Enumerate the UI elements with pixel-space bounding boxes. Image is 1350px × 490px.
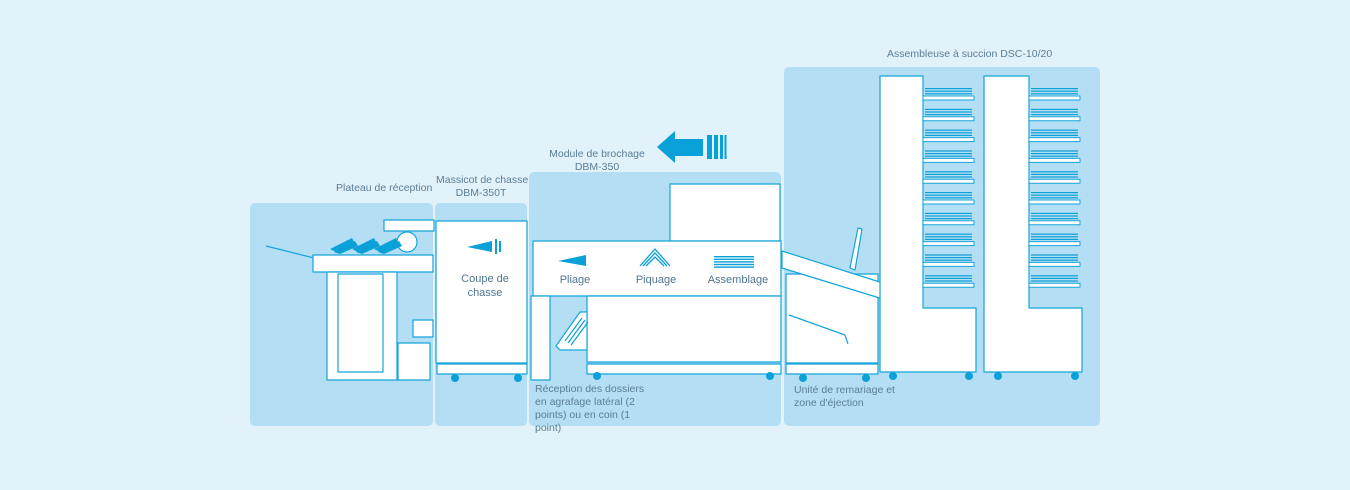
tray-label: Plateau de réception <box>336 182 433 194</box>
trimmer-label: Massicot de chasse DBM-350T <box>436 174 529 200</box>
feed-direction-arrow-icon <box>657 131 727 163</box>
collator-bin <box>922 192 975 205</box>
collator-bin <box>922 129 975 143</box>
caster-wheels <box>451 372 1079 382</box>
collator-bin <box>1028 212 1081 226</box>
collator-bin <box>922 150 975 163</box>
fold-icon <box>558 255 586 266</box>
trimmer-label-line2: DBM-350T <box>455 187 507 199</box>
receiving-tray <box>265 219 435 381</box>
fold-label: Pliage <box>559 274 591 286</box>
collator-label: Assembleuse à succion DSC-10/20 <box>887 48 1053 60</box>
collator-bin <box>922 88 975 101</box>
collator-bin <box>1028 233 1081 247</box>
collator-tower-2 <box>983 75 1083 373</box>
trimmer-label-line1: Massicot de chasse <box>436 174 529 186</box>
side-stitch-icon <box>564 317 589 346</box>
collator-bin <box>1028 171 1081 184</box>
collator-bin <box>922 254 975 267</box>
collator-bin <box>922 212 975 226</box>
collator-bin <box>922 275 975 288</box>
collator-bin <box>1028 150 1081 163</box>
bookletmaker-label: Module de brochage DBM-350 <box>540 148 654 174</box>
collator-bin <box>922 171 975 184</box>
collator-bin <box>1028 129 1081 143</box>
side-stitch-label: Réception des dossiers en agrafage latér… <box>535 383 645 434</box>
bookletmaker-label-line1: Module de brochage <box>549 148 645 160</box>
bookletmaker-label-line2: DBM-350 <box>574 161 620 173</box>
collator-tower-1 <box>879 75 977 373</box>
collate-label: Assemblage <box>707 274 769 286</box>
collator-bin <box>1028 254 1081 267</box>
collator-bin <box>1028 88 1081 101</box>
stitch-label: Piquage <box>635 274 677 286</box>
collate-icon <box>714 256 754 268</box>
booklet-stack-icon <box>330 238 402 254</box>
trim-blade-icon <box>467 239 501 254</box>
stitch-icon <box>639 248 671 267</box>
collator-bin <box>1028 275 1081 288</box>
bookletmaker-unit <box>530 183 782 381</box>
collator-bin <box>922 108 975 122</box>
trimmer-function-label: Coupe de chasse <box>461 273 509 299</box>
exit-label: Unité de remariage et zone d'éjection <box>794 384 895 409</box>
collator-bin <box>1028 108 1081 122</box>
exit-unit <box>781 227 887 375</box>
collator-bin <box>922 233 975 247</box>
collator-bin <box>1028 192 1081 205</box>
